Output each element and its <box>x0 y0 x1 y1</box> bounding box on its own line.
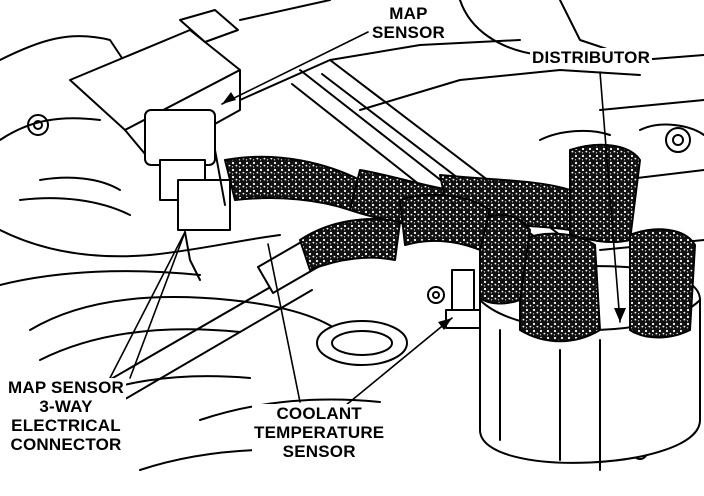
arrowheads <box>222 92 626 330</box>
label-map-connector-line-4: CONNECTOR <box>10 435 122 455</box>
label-map-sensor-line-2: SENSOR <box>372 23 445 43</box>
map-connector-lead <box>184 231 201 281</box>
label-map-connector-line-1: MAP SENSOR <box>8 378 124 397</box>
label-distributor: DISTRIBUTOR <box>530 48 653 68</box>
label-map-connector-line-3: ELECTRICAL <box>11 416 121 436</box>
label-distributor-line-1: DISTRIBUTOR <box>532 48 651 67</box>
label-coolant-sensor: COOLANT TEMPERATURE SENSOR <box>252 404 387 462</box>
label-map-sensor-line-1: MAP <box>389 4 428 23</box>
engine-outline <box>0 0 704 471</box>
leader-lines <box>109 31 621 411</box>
coolant-sensor-body <box>316 269 481 366</box>
label-map-sensor: MAP SENSOR <box>370 4 447 43</box>
label-coolant-sensor-line-2: TEMPERATURE <box>254 423 385 443</box>
ignition-wires <box>224 143 696 343</box>
label-coolant-sensor-line-3: SENSOR <box>282 442 356 462</box>
label-map-connector-line-2: 3-WAY <box>39 397 93 417</box>
label-coolant-sensor-line-1: COOLANT <box>276 404 362 423</box>
map-sensor-body <box>69 9 241 231</box>
label-map-connector: MAP SENSOR 3-WAY ELECTRICAL CONNECTOR <box>6 378 126 455</box>
